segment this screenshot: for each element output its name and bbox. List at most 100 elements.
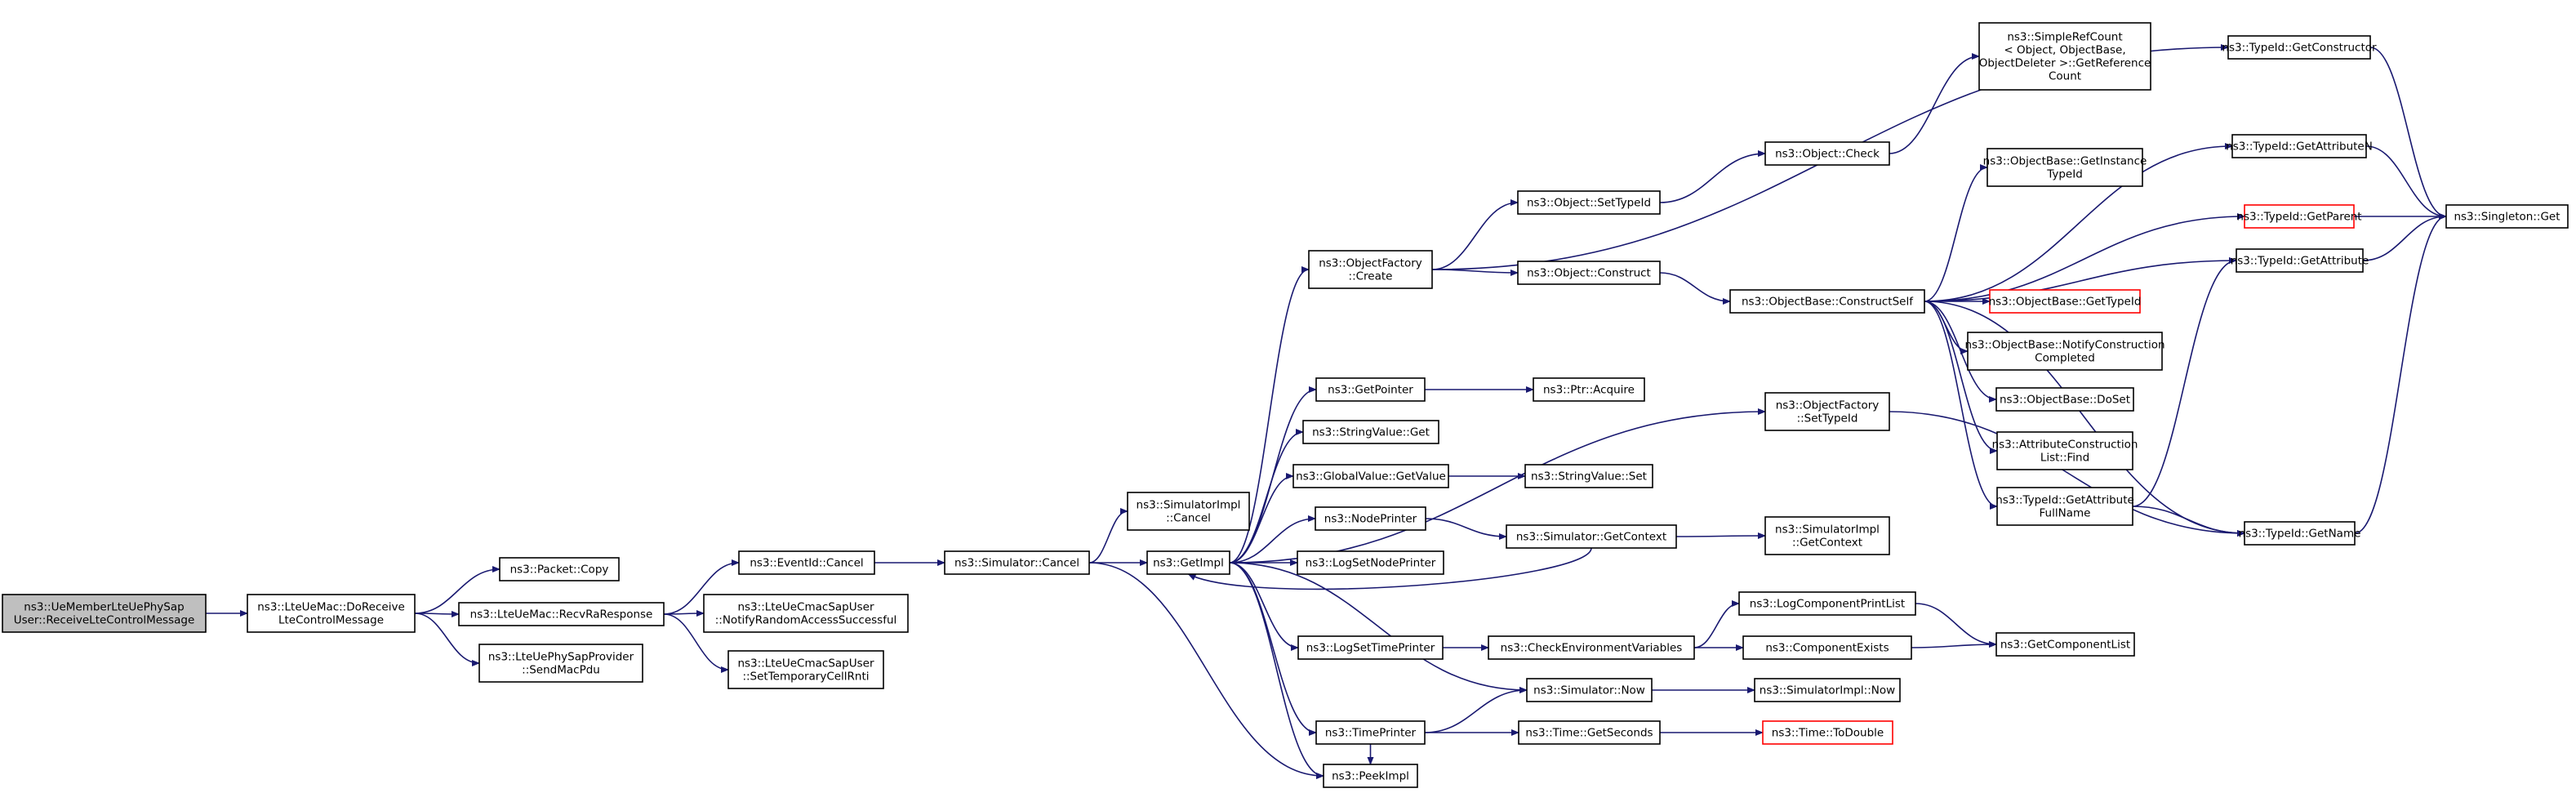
node-getpointer[interactable]: ns3::GetPointer bbox=[1315, 377, 1426, 402]
node-eventcancel[interactable]: ns3::EventId::Cancel bbox=[738, 550, 875, 575]
node-label: ::SetTemporaryCellRnti bbox=[742, 670, 869, 684]
node-getimpl[interactable]: ns3::GetImpl bbox=[1146, 550, 1230, 575]
node-notifyrandom[interactable]: ns3::LteUeCmacSapUser::NotifyRandomAcces… bbox=[703, 594, 909, 633]
edge-n_objconstruct-to-n_constructself bbox=[1659, 272, 1731, 305]
edge-n_constructself-to-n_getparent bbox=[1924, 213, 2245, 302]
node-nodeprinter[interactable]: ns3::NodePrinter bbox=[1315, 506, 1426, 531]
node-timeprinter[interactable]: ns3::TimePrinter bbox=[1315, 720, 1426, 745]
node-label: ns3::TypeId::GetName bbox=[2239, 528, 2361, 541]
node-box bbox=[2244, 204, 2355, 229]
node-compexists[interactable]: ns3::ComponentExists bbox=[1742, 635, 1912, 660]
node-label: < Object, ObjectBase, bbox=[2004, 44, 2125, 57]
nodes-layer: ns3::UeMemberLteUePhySapUser::ReceiveLte… bbox=[2, 22, 2569, 788]
node-sendmacpdu[interactable]: ns3::LteUePhySapProvider::SendMacPdu bbox=[478, 644, 643, 683]
node-simimplcancel[interactable]: ns3::SimulatorImpl::Cancel bbox=[1127, 492, 1250, 531]
edge-n_nodeprinter-to-n_simgetcontext bbox=[1425, 518, 1507, 540]
node-logsetnode[interactable]: ns3::LogSetNodePrinter bbox=[1297, 550, 1444, 575]
node-label: ns3::ObjectFactory bbox=[1776, 399, 1880, 412]
node-doreceive[interactable]: ns3::LteUeMac::DoReceiveLteControlMessag… bbox=[247, 594, 416, 633]
edge-n_constructself-to-n_getinstancetypeid bbox=[1924, 164, 1988, 302]
edge-n_getattrfullname-to-n_getattribute bbox=[2132, 257, 2237, 507]
node-box bbox=[1987, 148, 2143, 187]
node-root[interactable]: ns3::UeMemberLteUePhySapUser::ReceiveLte… bbox=[2, 594, 207, 633]
edge-n_getattributen-to-n_singletonget bbox=[2365, 145, 2447, 220]
edge-n_objcheck-to-n_simplerefcount bbox=[1889, 53, 1980, 154]
node-box bbox=[1517, 261, 1661, 285]
node-packetcopy[interactable]: ns3::Packet::Copy bbox=[499, 557, 620, 581]
edge-n_simcancel-to-n_peekimpl bbox=[1088, 562, 1324, 779]
node-label: LteControlMessage bbox=[278, 614, 384, 627]
node-label: ns3::SimpleRefCount bbox=[2007, 31, 2122, 44]
node-box bbox=[1995, 387, 2134, 412]
node-checkenv[interactable]: ns3::CheckEnvironmentVariables bbox=[1488, 635, 1695, 660]
node-label: ns3::CheckEnvironmentVariables bbox=[1501, 642, 1683, 655]
node-objconstruct[interactable]: ns3::Object::Construct bbox=[1517, 261, 1661, 285]
node-ptracquire[interactable]: ns3::Ptr::Acquire bbox=[1533, 377, 1645, 402]
node-getattributen[interactable]: ns3::TypeId::GetAttributeN bbox=[2226, 134, 2373, 158]
node-label: ns3::LteUePhySapProvider bbox=[488, 651, 634, 664]
node-getparent[interactable]: ns3::TypeId::GetParent bbox=[2236, 204, 2362, 229]
node-box bbox=[1526, 678, 1653, 702]
edge-n_objfactsettypeid-to-n_getname bbox=[1889, 411, 2245, 537]
node-globalvalue[interactable]: ns3::GlobalValue::GetValue bbox=[1292, 464, 1449, 488]
node-box bbox=[1995, 632, 2135, 657]
node-logsettime[interactable]: ns3::LogSetTimePrinter bbox=[1297, 635, 1444, 660]
node-box bbox=[738, 550, 875, 575]
edge-n_getimpl-to-n_peekimpl bbox=[1229, 562, 1324, 779]
node-getattribute[interactable]: ns3::TypeId::GetAttribute bbox=[2231, 248, 2369, 273]
node-simplerefcount[interactable]: ns3::SimpleRefCount< Object, ObjectBase,… bbox=[1978, 22, 2151, 91]
node-timegetseconds[interactable]: ns3::Time::GetSeconds bbox=[1518, 720, 1661, 745]
node-box bbox=[1764, 516, 1890, 555]
node-label: ns3::SimulatorImpl bbox=[1137, 499, 1241, 512]
node-box bbox=[247, 594, 416, 633]
node-simcancel[interactable]: ns3::Simulator::Cancel bbox=[944, 550, 1090, 575]
node-label: ns3::Simulator::Now bbox=[1533, 684, 1645, 697]
node-recvra[interactable]: ns3::LteUeMac::RecvRaResponse bbox=[458, 602, 665, 626]
edge-n_checkenv-to-n_logcompprint bbox=[1693, 600, 1740, 648]
node-notifyconstruction[interactable]: ns3::ObjectBase::NotifyConstructionCompl… bbox=[1964, 332, 2165, 371]
node-box bbox=[1729, 289, 1925, 314]
node-stringvalueset[interactable]: ns3::StringValue::Set bbox=[1524, 464, 1653, 488]
node-label: ns3::Object::Check bbox=[1775, 148, 1880, 161]
node-objbasegettypeid[interactable]: ns3::ObjectBase::GetTypeId bbox=[1989, 289, 2142, 314]
node-simgetcontext[interactable]: ns3::Simulator::GetContext bbox=[1506, 524, 1677, 549]
edge-n_constructself-to-n_getattribute bbox=[1924, 257, 2237, 302]
node-box bbox=[1533, 377, 1645, 402]
node-peekimpl[interactable]: ns3::PeekImpl bbox=[1323, 764, 1418, 788]
node-box bbox=[1967, 332, 2163, 371]
node-box bbox=[2, 594, 207, 633]
node-objfactcreate[interactable]: ns3::ObjectFactory::Create bbox=[1308, 250, 1433, 289]
node-getcomplist[interactable]: ns3::GetComponentList bbox=[1995, 632, 2135, 657]
node-getname[interactable]: ns3::TypeId::GetName bbox=[2239, 521, 2361, 546]
node-label: ns3::Ptr::Acquire bbox=[1543, 384, 1635, 397]
node-singletonget[interactable]: ns3::Singleton::Get bbox=[2445, 204, 2569, 229]
edge-n_getimpl-to-n_globalvalue bbox=[1229, 473, 1294, 564]
node-getconstructor[interactable]: ns3::TypeId::GetConstructor bbox=[2222, 35, 2377, 60]
node-objsettypeid[interactable]: ns3::Object::SetTypeId bbox=[1517, 190, 1661, 215]
node-stringvalueget[interactable]: ns3::StringValue::Get bbox=[1302, 420, 1439, 444]
node-box bbox=[703, 594, 909, 633]
node-simnow[interactable]: ns3::Simulator::Now bbox=[1526, 678, 1653, 702]
node-box bbox=[1764, 141, 1890, 166]
node-box bbox=[1754, 678, 1901, 702]
node-settemp[interactable]: ns3::LteUeCmacSapUser::SetTemporaryCellR… bbox=[727, 650, 884, 689]
node-simimplnow[interactable]: ns3::SimulatorImpl::Now bbox=[1754, 678, 1901, 702]
edge-n_compexists-to-n_getcomplist bbox=[1911, 641, 1997, 648]
node-simimplgetcontext[interactable]: ns3::SimulatorImpl::GetContext bbox=[1764, 516, 1890, 555]
node-label: ns3::LogSetNodePrinter bbox=[1306, 557, 1436, 570]
node-label: ::Cancel bbox=[1166, 512, 1211, 525]
node-doset[interactable]: ns3::ObjectBase::DoSet bbox=[1995, 387, 2134, 412]
node-constructself[interactable]: ns3::ObjectBase::ConstructSelf bbox=[1729, 289, 1925, 314]
node-objfactsettypeid[interactable]: ns3::ObjectFactory::SetTypeId bbox=[1764, 392, 1890, 431]
edge-n_recvra-to-n_settemp bbox=[663, 613, 729, 673]
edge-n_simgetcontext-to-n_simimplgetcontext bbox=[1675, 532, 1766, 540]
node-timetodouble[interactable]: ns3::Time::ToDouble bbox=[1762, 720, 1893, 745]
node-logcompprint[interactable]: ns3::LogComponentPrintList bbox=[1738, 591, 1916, 616]
node-objcheck[interactable]: ns3::Object::Check bbox=[1764, 141, 1890, 166]
node-label: ns3::LteUeCmacSapUser bbox=[737, 601, 874, 614]
